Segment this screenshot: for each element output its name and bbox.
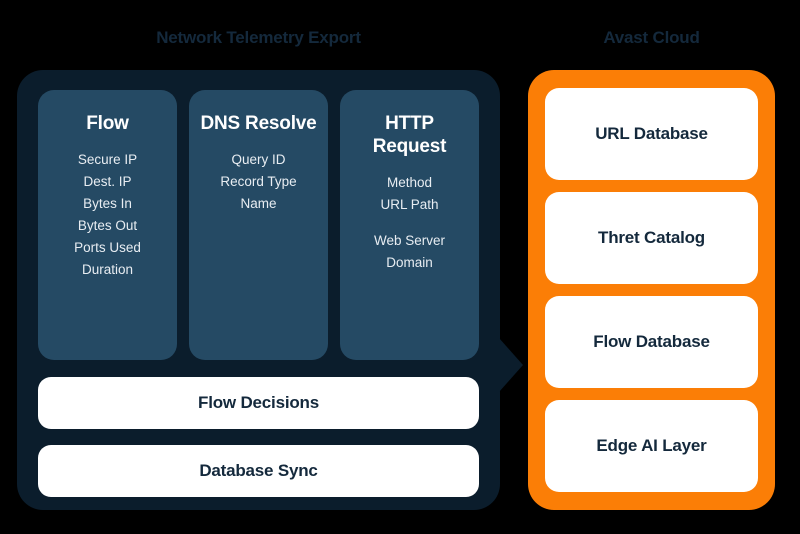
card-field: Method xyxy=(386,175,433,190)
telemetry-card-http-request[interactable]: HTTP Request Method URL Path Web Server … xyxy=(340,90,479,360)
flow-arrow-icon xyxy=(499,338,523,392)
card-title: DNS Resolve xyxy=(200,113,317,134)
card-field-list: Query ID Record Type Name xyxy=(195,149,322,215)
network-telemetry-export-heading: Network Telemetry Export xyxy=(156,28,361,47)
card-field: Ports Used xyxy=(74,240,141,255)
card-field-list: Secure IP Dest. IP Bytes In Bytes Out Po… xyxy=(44,149,171,281)
telemetry-card-flow[interactable]: Flow Secure IP Dest. IP Bytes In Bytes O… xyxy=(38,90,177,360)
telemetry-card-dns-resolve[interactable]: DNS Resolve Query ID Record Type Name xyxy=(189,90,328,360)
card-field: Secure IP xyxy=(77,152,138,167)
avast-cloud-panel: URL Database Thret Catalog Flow Database… xyxy=(528,70,775,510)
cloud-card-url-database[interactable]: URL Database xyxy=(545,88,758,180)
card-field: Bytes In xyxy=(83,196,132,211)
card-field: Domain xyxy=(386,255,433,270)
card-field: Dest. IP xyxy=(83,174,132,189)
card-field: Web Server xyxy=(373,233,446,248)
avast-cloud-heading: Avast Cloud xyxy=(603,28,700,47)
card-field: Duration xyxy=(81,262,134,277)
telemetry-card-row: Flow Secure IP Dest. IP Bytes In Bytes O… xyxy=(38,90,479,360)
card-title: HTTP Request xyxy=(372,113,447,157)
card-title: Flow xyxy=(86,113,129,134)
card-field: Query ID xyxy=(231,152,286,167)
card-field: Name xyxy=(240,196,277,211)
cloud-card-flow-database[interactable]: Flow Database xyxy=(545,296,758,388)
card-field: Record Type xyxy=(220,174,297,189)
card-field-list: Method URL Path Web Server Domain xyxy=(346,172,473,274)
cloud-card-edge-ai-layer[interactable]: Edge AI Layer xyxy=(545,400,758,492)
cloud-card-thret-catalog[interactable]: Thret Catalog xyxy=(545,192,758,284)
network-telemetry-export-panel: Flow Secure IP Dest. IP Bytes In Bytes O… xyxy=(17,70,523,510)
card-field: Bytes Out xyxy=(77,218,138,233)
flow-decisions-bar[interactable]: Flow Decisions xyxy=(38,377,479,429)
card-field: URL Path xyxy=(380,197,439,212)
database-sync-bar[interactable]: Database Sync xyxy=(38,445,479,497)
